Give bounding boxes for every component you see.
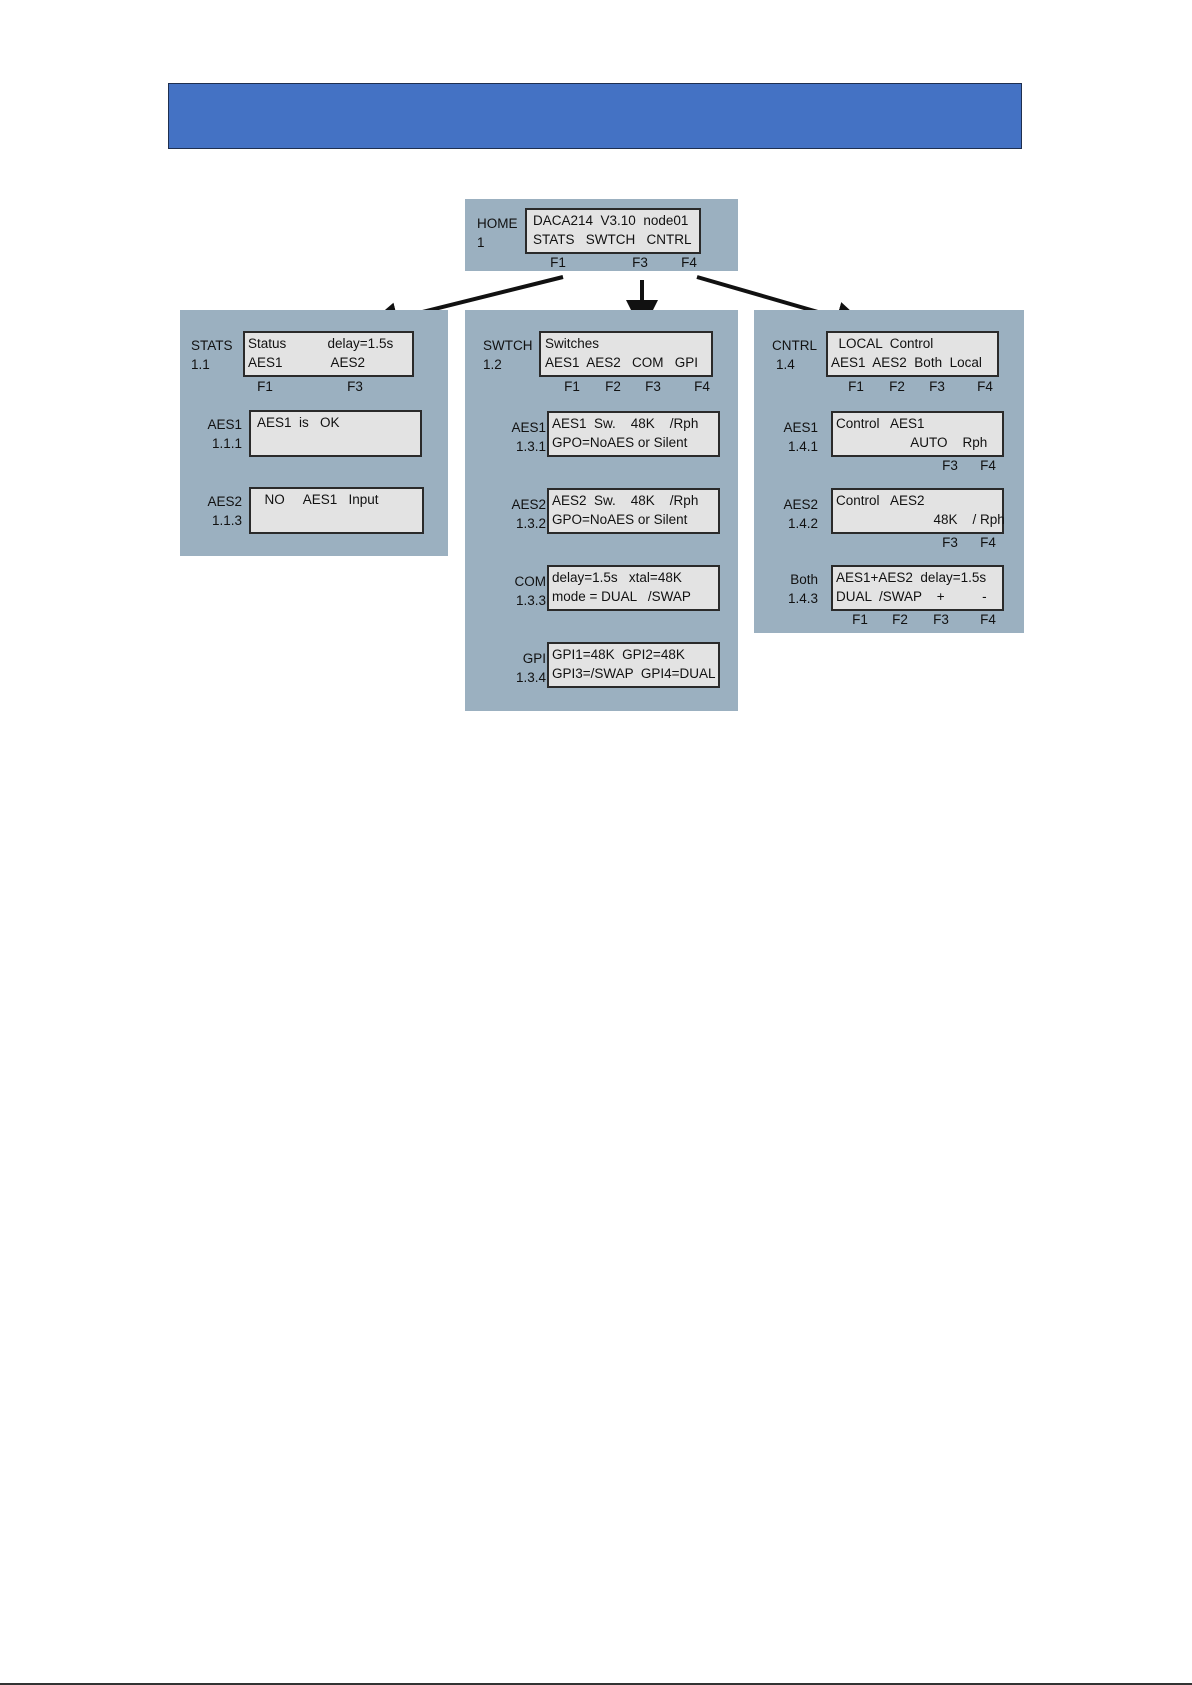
lcd-line-1: AES1 is OK <box>257 415 340 430</box>
lcd-line-2: 48K / Rph <box>836 512 1005 527</box>
fkey-f1[interactable]: F1 <box>550 255 566 270</box>
stats-name: STATS <box>191 338 233 353</box>
fkey-f4[interactable]: F4 <box>980 535 996 550</box>
cntrl-panel: CNTRL 1.4 LOCAL Control AES1 AES2 Both L… <box>754 310 1024 633</box>
lcd-line-1: Switches <box>545 336 600 351</box>
page-bottom-rule <box>0 1683 1192 1685</box>
cntrl-sub1-fkeys: F3 F4 <box>754 458 1024 476</box>
fkey-f3[interactable]: F3 <box>632 255 648 270</box>
lcd-line-1: Status delay=1.5s <box>248 336 394 351</box>
home-lcd: DACA214 V3.10 node01 STATS SWTCH CNTRL <box>525 208 701 254</box>
fkey-f3[interactable]: F3 <box>933 612 949 627</box>
lcd-line-1: Control AES2 <box>836 493 925 508</box>
fkey-f3[interactable]: F3 <box>942 535 958 550</box>
lcd-line-2: AUTO Rph <box>836 435 988 450</box>
stats-sub1-name: AES1 <box>207 417 242 432</box>
swtch-id: 1.2 <box>483 357 502 372</box>
lcd-line-2: STATS SWTCH CNTRL <box>533 232 692 247</box>
stats-panel: STATS 1.1 Status delay=1.5s AES1 AES2 F1… <box>180 310 448 556</box>
cntrl-fkeys: F1 F2 F3 F4 <box>754 379 1024 397</box>
lcd-line-1: LOCAL Control <box>831 336 934 351</box>
swtch-sub2-id: 1.3.2 <box>515 516 546 531</box>
swtch-sub2-lcd: AES2 Sw. 48K /Rph GPO=NoAES or Silent <box>547 488 720 534</box>
swtch-sub4-lcd: GPI1=48K GPI2=48K GPI3=/SWAP GPI4=DUAL <box>547 642 720 688</box>
cntrl-name: CNTRL <box>772 338 818 353</box>
cntrl-lcd: LOCAL Control AES1 AES2 Both Local <box>826 331 999 377</box>
lcd-line-1: NO AES1 Input <box>257 492 379 507</box>
cntrl-sub1-id: 1.4.1 <box>787 439 818 454</box>
swtch-sub2-name: AES2 <box>511 497 546 512</box>
lcd-line-2: mode = DUAL /SWAP <box>552 589 691 604</box>
fkey-f1[interactable]: F1 <box>848 379 864 394</box>
lcd-line-2: GPO=NoAES or Silent <box>552 435 688 450</box>
cntrl-sub2-fkeys: F3 F4 <box>754 535 1024 553</box>
stats-sub1-lcd: AES1 is OK <box>249 410 422 457</box>
cntrl-sub1-lcd: Control AES1 AUTO Rph <box>831 411 1004 457</box>
lcd-line-2: GPO=NoAES or Silent <box>552 512 688 527</box>
lcd-line-2: DUAL /SWAP + - <box>836 589 987 604</box>
fkey-f3[interactable]: F3 <box>942 458 958 473</box>
stats-fkeys: F1 F3 <box>180 379 448 397</box>
cntrl-sub2-name: AES2 <box>783 497 818 512</box>
lcd-line-2 <box>257 432 414 451</box>
fkey-f4[interactable]: F4 <box>977 379 993 394</box>
stats-sub2-name: AES2 <box>207 494 242 509</box>
fkey-f4[interactable]: F4 <box>980 612 996 627</box>
swtch-name: SWTCH <box>483 338 533 353</box>
lcd-line-1: AES1 Sw. 48K /Rph <box>552 416 699 431</box>
swtch-sub1-lcd: AES1 Sw. 48K /Rph GPO=NoAES or Silent <box>547 411 720 457</box>
lcd-line-1: AES1+AES2 delay=1.5s <box>836 570 987 585</box>
swtch-sub1-name: AES1 <box>511 420 546 435</box>
cntrl-sub1-name: AES1 <box>783 420 818 435</box>
fkey-f3[interactable]: F3 <box>347 379 363 394</box>
fkey-f4[interactable]: F4 <box>694 379 710 394</box>
fkey-f2[interactable]: F2 <box>892 612 908 627</box>
lcd-line-1: DACA214 V3.10 node01 <box>533 213 689 228</box>
fkey-f4[interactable]: F4 <box>681 255 697 270</box>
fkey-f1[interactable]: F1 <box>852 612 868 627</box>
lcd-line-1: AES2 Sw. 48K /Rph <box>552 493 699 508</box>
stats-lcd: Status delay=1.5s AES1 AES2 <box>243 331 414 377</box>
fkey-f4[interactable]: F4 <box>980 458 996 473</box>
swtch-panel: SWTCH 1.2 Switches AES1 AES2 COM GPI F1 … <box>465 310 738 711</box>
lcd-line-1: delay=1.5s xtal=48K <box>552 570 682 585</box>
swtch-lcd: Switches AES1 AES2 COM GPI <box>539 331 713 377</box>
swtch-fkeys: F1 F2 F3 F4 <box>465 379 738 397</box>
cntrl-sub3-id: 1.4.3 <box>787 591 818 606</box>
home-fkeys: F1 F3 F4 <box>465 255 738 273</box>
stats-id: 1.1 <box>191 357 210 372</box>
lcd-line-2: AES1 AES2 Both Local <box>831 355 982 370</box>
fkey-f3[interactable]: F3 <box>929 379 945 394</box>
header-bar <box>168 83 1022 149</box>
cntrl-sub2-id: 1.4.2 <box>787 516 818 531</box>
cntrl-sub3-lcd: AES1+AES2 delay=1.5s DUAL /SWAP + - <box>831 565 1004 611</box>
lcd-line-2: GPI3=/SWAP GPI4=DUAL <box>552 666 716 681</box>
fkey-f3[interactable]: F3 <box>645 379 661 394</box>
cntrl-sub2-lcd: Control AES2 48K / Rph <box>831 488 1005 534</box>
lcd-line-2 <box>257 509 416 528</box>
cntrl-id: 1.4 <box>776 357 795 372</box>
swtch-sub1-id: 1.3.1 <box>515 439 546 454</box>
stats-sub2-lcd: NO AES1 Input <box>249 487 424 534</box>
cntrl-sub3-fkeys: F1 F2 F3 F4 <box>754 612 1024 630</box>
lcd-line-2: AES1 AES2 <box>248 355 366 370</box>
swtch-sub3-lcd: delay=1.5s xtal=48K mode = DUAL /SWAP <box>547 565 720 611</box>
lcd-line-1: Control AES1 <box>836 416 925 431</box>
swtch-sub4-id: 1.3.4 <box>515 670 546 685</box>
home-name: HOME <box>477 216 518 231</box>
stats-sub2-id: 1.1.3 <box>211 513 242 528</box>
fkey-f1[interactable]: F1 <box>257 379 273 394</box>
cntrl-sub3-name: Both <box>790 572 818 587</box>
home-id: 1 <box>477 235 485 250</box>
fkey-f2[interactable]: F2 <box>889 379 905 394</box>
swtch-sub3-id: 1.3.3 <box>515 593 546 608</box>
fkey-f1[interactable]: F1 <box>564 379 580 394</box>
home-panel: HOME 1 DACA214 V3.10 node01 STATS SWTCH … <box>465 199 738 271</box>
fkey-f2[interactable]: F2 <box>605 379 621 394</box>
swtch-sub3-name: COM <box>514 574 547 589</box>
stats-sub1-id: 1.1.1 <box>211 436 242 451</box>
lcd-line-1: GPI1=48K GPI2=48K <box>552 647 685 662</box>
lcd-line-2: AES1 AES2 COM GPI <box>545 355 699 370</box>
swtch-sub4-name: GPI <box>522 651 546 666</box>
